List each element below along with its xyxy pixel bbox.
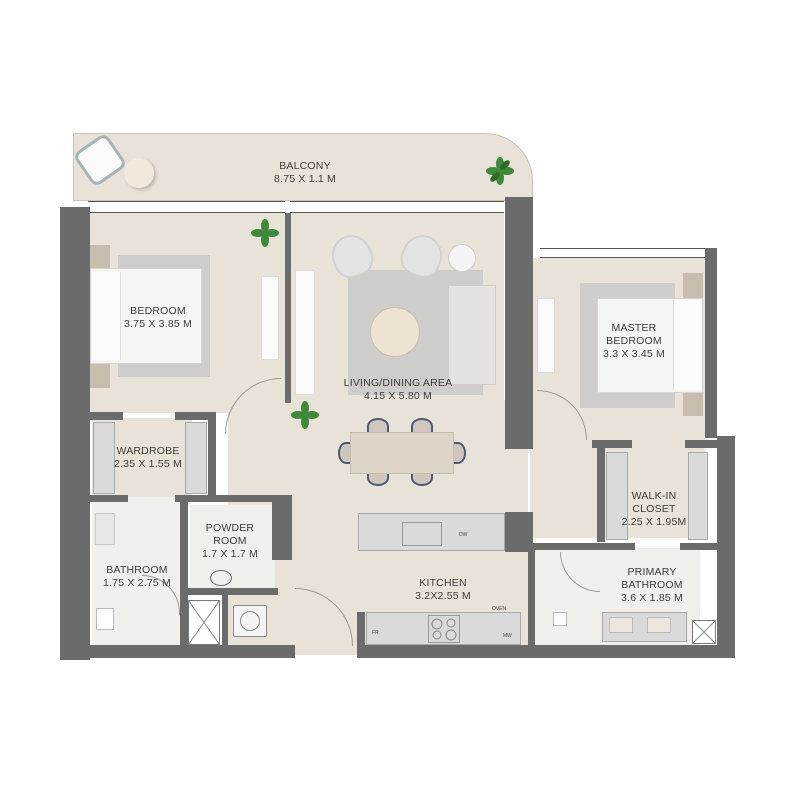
kitchen-name: KITCHEN xyxy=(419,577,467,589)
mirror-panel xyxy=(261,276,279,360)
wall-primary-bath-top-2 xyxy=(680,543,720,550)
cooktop-icon xyxy=(428,615,460,643)
wardrobe-name: WARDROBE xyxy=(116,445,180,457)
pillows-icon xyxy=(92,272,121,360)
wall-bedroom-living xyxy=(285,213,291,403)
wall-primary-bath-top xyxy=(530,543,635,550)
walkin-name-2: CLOSET xyxy=(632,503,676,515)
dishwasher-label: DW xyxy=(459,532,468,538)
wall-living-master xyxy=(505,197,533,449)
powder-size: 1.7 X 1.7 M xyxy=(202,548,258,560)
vanity-sink-icon xyxy=(95,513,115,545)
kitchen-counter-south xyxy=(366,612,521,645)
balcony-label: BALCONY 8.75 X 1.1 M xyxy=(274,160,336,186)
primary-bath-label: PRIMARY BATHROOM 3.6 X 1.85 M xyxy=(621,566,683,605)
wall-east-lower xyxy=(717,436,735,658)
pillows-icon xyxy=(673,300,702,390)
bathroom-label: BATHROOM 1.75 X 2.75 M xyxy=(103,564,171,590)
oven-label: OVEN xyxy=(492,606,507,612)
wall-east-upper xyxy=(705,248,717,438)
primary-toilet-icon xyxy=(553,612,567,626)
bedroom-size: 3.75 X 3.85 M xyxy=(124,318,192,330)
wall-wardrobe-top-right xyxy=(175,412,215,420)
wall-walkin-top-right xyxy=(685,440,720,448)
balcony-size: 8.75 X 1.1 M xyxy=(274,173,336,185)
basin-icon xyxy=(609,617,633,633)
powder-name-2: ROOM xyxy=(213,535,247,547)
master-name-2: BEDROOM xyxy=(606,335,662,347)
washer-drum-icon xyxy=(240,611,260,631)
tv-panel xyxy=(295,270,315,395)
closet-hanging-rail xyxy=(688,452,708,540)
walkin-size: 2.25 X 1.95M xyxy=(621,516,687,528)
walkin-name-1: WALK-IN xyxy=(631,490,677,502)
shaft-icon xyxy=(692,620,716,644)
master-mirror-panel xyxy=(537,298,555,373)
bedroom-label: BEDROOM 3.75 X 3.85 M xyxy=(124,305,192,331)
balcony-name: BALCONY xyxy=(279,160,331,172)
primary-bath-size: 3.6 X 1.85 M xyxy=(621,592,683,604)
wall-wardrobe-bottom xyxy=(88,495,128,502)
wall-wardrobe-top-left xyxy=(88,412,123,420)
living-label: LIVING/DINING AREA 4.15 X 5.80 M xyxy=(344,377,453,403)
primary-bath-name-2: BATHROOM xyxy=(621,579,683,591)
master-name-1: MASTER xyxy=(611,322,657,334)
nightstand-icon xyxy=(683,388,703,416)
bathroom-size: 1.75 X 2.75 M xyxy=(103,577,171,589)
master-window xyxy=(540,248,705,258)
master-label: MASTER BEDROOM 3.3 X 3.45 M xyxy=(603,322,665,361)
primary-bath-name-1: PRIMARY xyxy=(627,566,677,578)
nightstand-icon xyxy=(90,245,110,271)
wall-south-left xyxy=(60,645,295,658)
side-table-icon xyxy=(448,244,476,272)
bathroom-name: BATHROOM xyxy=(106,564,168,576)
wall-west xyxy=(60,207,90,660)
sliding-window-right xyxy=(290,201,504,213)
wall-wardrobe-side xyxy=(208,412,216,502)
sliding-window-left xyxy=(88,201,285,213)
wall-laundry-divider xyxy=(222,595,228,647)
sink-icon xyxy=(402,522,442,546)
powder-name-1: POWDER xyxy=(205,522,255,534)
wall-wardrobe-bottom-2 xyxy=(175,495,275,502)
wardrobe-size: 2.35 X 1.55 M xyxy=(114,458,182,470)
plant-icon xyxy=(251,219,279,247)
wall-walkin-west xyxy=(597,442,605,542)
kitchen-island-counter xyxy=(358,513,505,551)
plant-icon xyxy=(486,157,514,185)
wall-bath-powder xyxy=(180,502,188,647)
walkin-label: WALK-IN CLOSET 2.25 X 1.95M xyxy=(622,490,687,529)
coffee-table-icon xyxy=(370,307,420,357)
kitchen-label: KITCHEN 3.2X2.55 M xyxy=(415,577,471,603)
sofa-icon xyxy=(448,285,496,385)
shaft-icon xyxy=(188,600,220,645)
basin-icon xyxy=(647,617,671,633)
wall-primary-bath-west xyxy=(528,543,535,648)
kitchen-size: 3.2X2.55 M xyxy=(415,590,471,602)
living-name: LIVING/DINING AREA xyxy=(343,377,453,389)
wall-south-right xyxy=(357,645,735,658)
wall-walkin-top-left xyxy=(592,440,632,448)
plant-icon xyxy=(291,401,319,429)
living-size: 4.15 X 5.80 M xyxy=(364,390,432,402)
wall-kitchen-west xyxy=(357,612,365,652)
powder-sink-icon xyxy=(210,570,232,586)
nightstand-icon xyxy=(683,273,703,301)
powder-label: POWDER ROOM 1.7 X 1.7 M xyxy=(202,522,258,561)
ottoman-icon xyxy=(124,158,154,188)
wardrobe-shelf-left xyxy=(93,422,115,494)
microwave-label: MW xyxy=(503,633,512,639)
wall-powder-east xyxy=(272,495,292,560)
wall-powder-south xyxy=(188,588,278,595)
master-size: 3.3 X 3.45 M xyxy=(603,348,665,360)
nightstand-icon xyxy=(90,362,110,388)
toilet-icon xyxy=(96,608,114,630)
closet-shelf-left xyxy=(606,452,628,540)
wardrobe-hanging-rail xyxy=(185,422,207,494)
fridge-label: FR xyxy=(372,630,379,636)
powder-floor xyxy=(190,505,275,590)
wardrobe-label: WARDROBE 2.35 X 1.55 M xyxy=(114,445,182,471)
bedroom-name: BEDROOM xyxy=(130,305,186,317)
dining-table-icon xyxy=(350,432,454,474)
